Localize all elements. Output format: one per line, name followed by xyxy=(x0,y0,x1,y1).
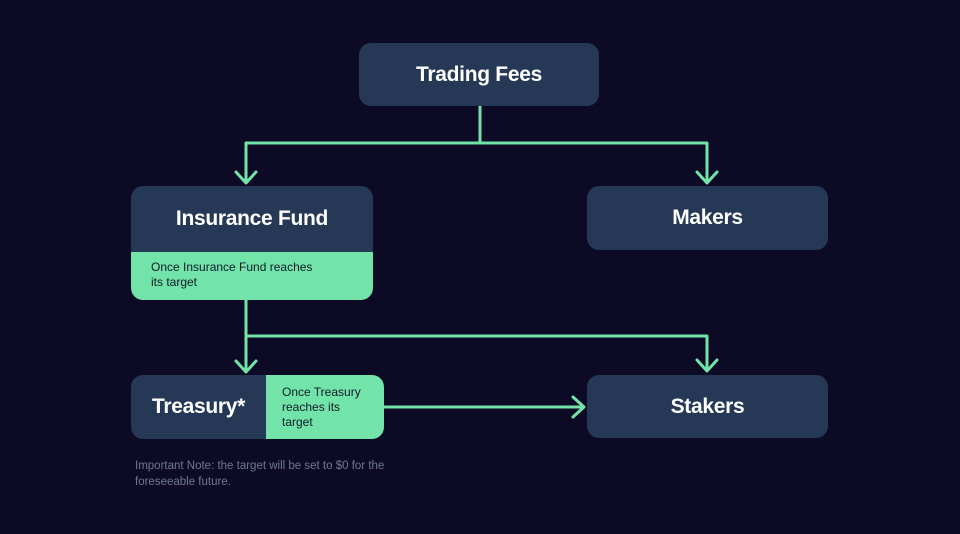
condition-label: Once Treasury reaches its target xyxy=(266,375,384,439)
condition-label: Once Insurance Fund reaches its target xyxy=(131,252,373,300)
node-label: Treasury* xyxy=(151,395,246,418)
node-label: Insurance Fund xyxy=(175,207,329,230)
edge-trading-fees-to-insurance-fund xyxy=(244,141,482,184)
arrowhead-treasury xyxy=(234,359,258,374)
node-label: Makers xyxy=(672,206,743,229)
arrowhead-stakers-top xyxy=(695,358,719,373)
node-label: Trading Fees xyxy=(416,62,542,86)
node-makers: Makers xyxy=(587,186,828,250)
node-treasury-head: Treasury* xyxy=(131,375,266,439)
node-insurance-fund-head: Insurance Fund xyxy=(131,186,373,252)
node-trading-fees: Trading Fees xyxy=(359,43,599,106)
arrowhead-makers xyxy=(695,170,719,185)
node-treasury: Treasury* Once Treasury reaches its targ… xyxy=(131,375,384,439)
node-insurance-fund: Insurance Fund Once Insurance Fund reach… xyxy=(131,186,373,300)
edge-insurance-fund-to-stakers xyxy=(244,334,709,372)
arrowhead-stakers-left xyxy=(571,395,586,419)
node-stakers: Stakers xyxy=(587,375,828,438)
arrowhead-insurance-fund xyxy=(234,170,258,185)
edge-trading-fees-to-makers xyxy=(478,141,709,184)
important-note: Important Note: the target will be set t… xyxy=(135,460,385,488)
node-label: Stakers xyxy=(670,394,745,418)
